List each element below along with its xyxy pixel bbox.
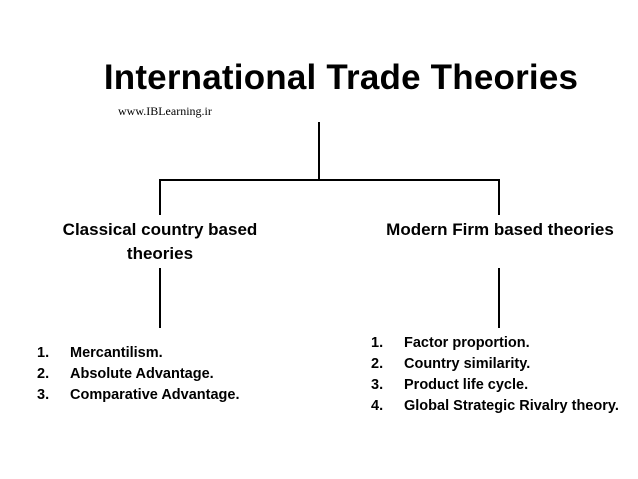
- item-text: Absolute Advantage.: [70, 366, 214, 382]
- item-text: Factor proportion.: [404, 335, 530, 351]
- diagram-title: International Trade Theories: [0, 58, 638, 98]
- left-heading-line1: Classical country based: [62, 220, 258, 239]
- right-heading-line1: Modern Firm based theories: [386, 220, 614, 239]
- list-item: 1. Mercantilism.: [37, 343, 239, 364]
- item-number: 1.: [37, 345, 50, 361]
- item-number: 1.: [371, 335, 384, 351]
- item-number: 3.: [37, 387, 50, 403]
- item-text: Global Strategic Rivalry theory.: [404, 398, 619, 414]
- list-item: 4. Global Strategic Rivalry theory.: [371, 396, 619, 417]
- item-text: Comparative Advantage.: [70, 387, 240, 403]
- root-connector-line: [318, 122, 320, 180]
- item-number: 4.: [371, 398, 384, 414]
- item-number: 3.: [371, 377, 384, 393]
- right-list-connector-line: [498, 268, 500, 328]
- list-item: 3. Product life cycle.: [371, 375, 619, 396]
- item-text: Product life cycle.: [404, 377, 529, 393]
- left-theory-list: 1. Mercantilism. 2. Absolute Advantage. 3.…: [37, 343, 239, 406]
- item-number: 2.: [37, 366, 50, 382]
- list-item: 2. Absolute Advantage.: [37, 364, 239, 385]
- list-item: 1. Factor proportion.: [371, 333, 619, 354]
- left-list-connector-line: [159, 268, 161, 328]
- list-item: 2. Country similarity.: [371, 354, 619, 375]
- branch-horizontal-line: [159, 179, 500, 181]
- item-number: 2.: [371, 356, 384, 372]
- item-text: Country similarity.: [404, 356, 531, 372]
- right-branch-heading: Modern Firm based theories: [350, 218, 638, 242]
- title-text: International Trade Theories: [103, 58, 579, 97]
- right-theory-list: 1. Factor proportion. 2. Country similarit…: [371, 333, 619, 417]
- left-branch-drop-line: [159, 179, 161, 215]
- left-branch-heading: Classical country based theories: [40, 218, 280, 266]
- list-item: 3. Comparative Advantage.: [37, 385, 239, 406]
- item-text: Mercantilism.: [70, 345, 163, 361]
- watermark: www.IBLearning.ir: [118, 104, 212, 118]
- left-heading-line2: theories: [126, 244, 194, 263]
- right-branch-drop-line: [498, 179, 500, 215]
